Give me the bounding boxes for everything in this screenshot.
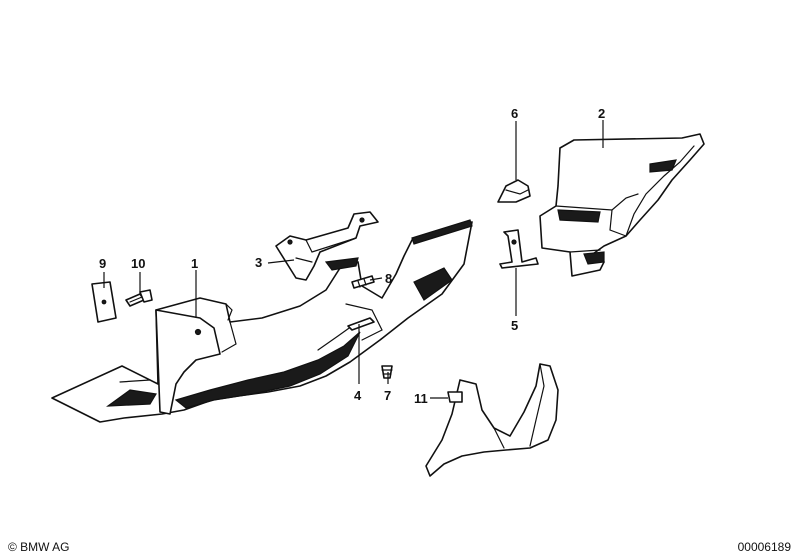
part-4-strip	[347, 317, 375, 331]
leader-3	[267, 259, 295, 264]
callout-4: 4	[354, 388, 362, 403]
part-10-screw	[125, 289, 153, 307]
callout-5: 5	[511, 318, 518, 333]
part-8-pin	[351, 275, 375, 289]
part-7-screw	[381, 365, 393, 379]
callout-10: 10	[131, 256, 145, 271]
part-6-angle-bracket	[497, 179, 531, 203]
part-3-bracket	[275, 211, 379, 281]
leader-8	[369, 277, 383, 281]
part-11-lower-cover	[425, 363, 559, 477]
part-1-lower-trim-panel	[51, 219, 473, 423]
part-5-clip	[499, 229, 539, 269]
part-2-upper-trim-cover	[539, 133, 705, 277]
callout-7: 7	[384, 388, 391, 403]
callout-8: 8	[385, 271, 392, 286]
callout-2: 2	[598, 106, 605, 121]
callout-3: 3	[255, 255, 262, 270]
diagram-number: 00006189	[737, 540, 791, 554]
copyright-notice: © BMW AG	[8, 540, 70, 554]
callout-6: 6	[511, 106, 518, 121]
callout-9: 9	[99, 256, 106, 271]
callout-labels: 1 2 3 4 5 6 7 8 9 10 11	[99, 106, 605, 406]
callout-1: 1	[191, 256, 198, 271]
callout-11: 11	[414, 391, 428, 406]
leader-lines	[103, 120, 604, 399]
